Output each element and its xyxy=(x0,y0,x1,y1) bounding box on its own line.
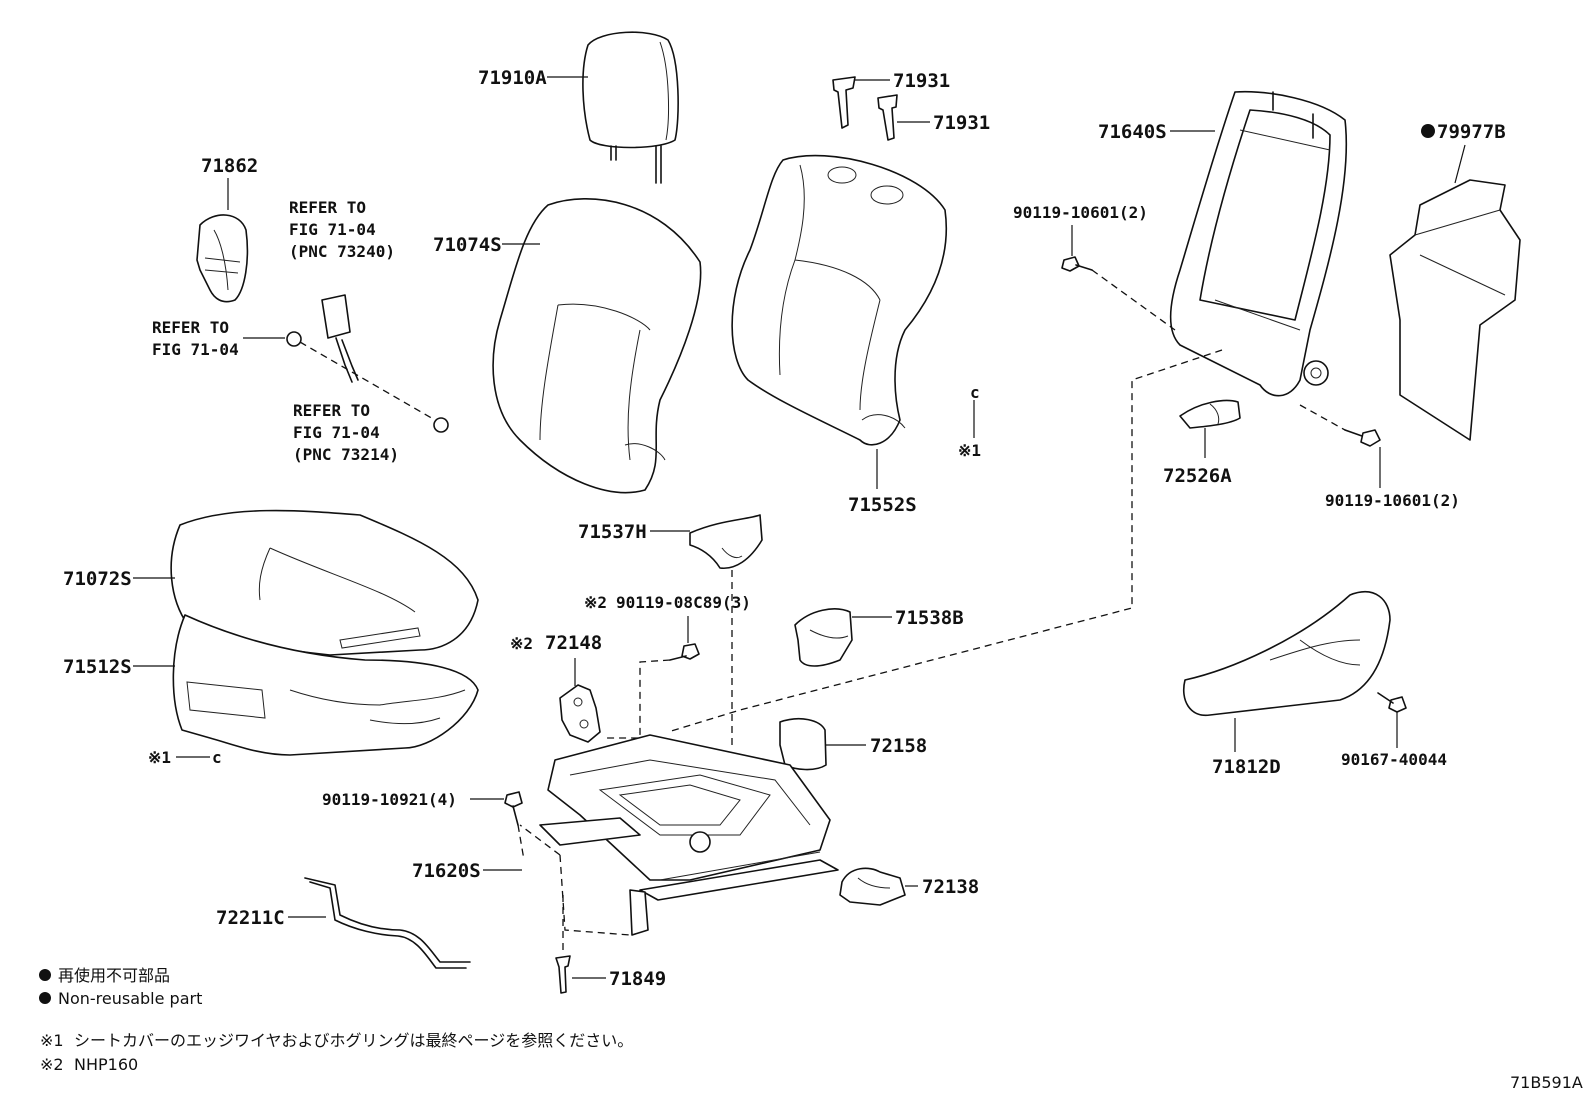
label-79977B: 79977B xyxy=(1437,121,1506,143)
label-90119-10601-b: 90119-10601(2) xyxy=(1325,491,1460,510)
label-72138: 72138 xyxy=(922,876,979,898)
label-71074S: 71074S xyxy=(433,234,502,256)
bracket-71862-part xyxy=(196,214,249,303)
label-90119-08C89: 90119-08C89(3) xyxy=(616,593,751,612)
label-71812D: 71812D xyxy=(1212,756,1281,778)
label-90119-10921: 90119-10921(4) xyxy=(322,790,457,809)
label-90167-40044: 90167-40044 xyxy=(1341,750,1447,769)
cover-72158-part xyxy=(779,718,827,771)
label-71640S: 71640S xyxy=(1098,121,1167,143)
label-71931-b: 71931 xyxy=(933,112,990,134)
label-71931-a: 71931 xyxy=(893,70,950,92)
seatback-pad-part xyxy=(492,198,702,494)
bracket-72148-part xyxy=(559,684,601,743)
bolt-90167-40044-part xyxy=(1377,692,1407,713)
footnote-1-mark: ※1 xyxy=(40,1031,64,1050)
note-mark-2-bolt: ※2 xyxy=(584,593,607,612)
note-mark-1-cushion: ※1 xyxy=(148,748,171,767)
refer-block-1-line2: FIG 71-04 xyxy=(289,220,376,239)
shield-71537H-part xyxy=(689,514,763,569)
seat-cushion-pad-part xyxy=(172,614,479,756)
label-72158: 72158 xyxy=(870,735,927,757)
hog-ring-glyph-1: c xyxy=(970,383,980,402)
legend-non-reusable-jp: 再使用不可部品 xyxy=(58,966,170,985)
note-mark-1-back: ※1 xyxy=(958,441,981,460)
cover-72138-part xyxy=(839,867,906,906)
bolt-90119-08C89-part xyxy=(669,643,700,661)
back-board-79977B-part xyxy=(1389,179,1521,441)
seat-adjuster-part xyxy=(539,734,839,936)
seatback-cover-part xyxy=(731,154,948,446)
footnote-1-text: シートカバーのエッジワイヤおよびホグリングは最終ページを参照ください。 xyxy=(74,1031,633,1050)
refer-block-2-line1: REFER TO xyxy=(152,318,229,337)
refer-block-3-line2: FIG 71-04 xyxy=(293,423,380,442)
shield-71812D-part xyxy=(1183,591,1391,716)
bolt-90119-10601-b-part xyxy=(1344,429,1381,447)
legend-dot-en xyxy=(39,992,51,1004)
label-71552S: 71552S xyxy=(848,494,917,516)
label-72211C: 72211C xyxy=(216,907,285,929)
label-72526A: 72526A xyxy=(1163,465,1232,487)
refer-block-2-line2: FIG 71-04 xyxy=(152,340,239,359)
refer-block-3-line1: REFER TO xyxy=(293,401,370,420)
seat-belt-buckle-part xyxy=(286,294,449,433)
label-71620S: 71620S xyxy=(412,860,481,882)
label-71910A: 71910A xyxy=(478,67,547,89)
label-71862: 71862 xyxy=(201,155,258,177)
refer-block-3-line3: (PNC 73214) xyxy=(293,445,399,464)
bolt-90119-10921-part xyxy=(504,791,523,826)
footnote-2-text: NHP160 xyxy=(74,1055,138,1074)
label-71512S: 71512S xyxy=(63,656,132,678)
headrest-guide-part xyxy=(832,76,898,141)
legend-dot-jp xyxy=(39,969,51,981)
bolt-90119-10601-a-part xyxy=(1061,256,1093,272)
label-72148: 72148 xyxy=(545,632,602,654)
footnote-2-mark: ※2 xyxy=(40,1055,64,1074)
label-90119-10601-a: 90119-10601(2) xyxy=(1013,203,1148,222)
refer-block-1-line1: REFER TO xyxy=(289,198,366,217)
recliner-cover-72526A-part xyxy=(1179,399,1241,429)
headrest-part xyxy=(582,31,679,184)
refer-block-1-line3: (PNC 73240) xyxy=(289,242,395,261)
non-reusable-mark xyxy=(1421,124,1435,138)
figure-id: 71B591A xyxy=(1510,1073,1583,1092)
seatback-frame-part xyxy=(1169,90,1348,397)
screw-71849-part xyxy=(555,955,571,994)
label-71537H: 71537H xyxy=(578,521,647,543)
legend-non-reusable-en: Non-reusable part xyxy=(58,989,202,1008)
label-71849: 71849 xyxy=(609,968,666,990)
shield-71538B-part xyxy=(794,608,853,667)
label-71538B: 71538B xyxy=(895,607,964,629)
hog-ring-glyph-2: c xyxy=(212,748,222,767)
rod-72211C-part xyxy=(304,877,471,969)
note-mark-2-bracket: ※2 xyxy=(510,634,533,653)
label-71072S: 71072S xyxy=(63,568,132,590)
